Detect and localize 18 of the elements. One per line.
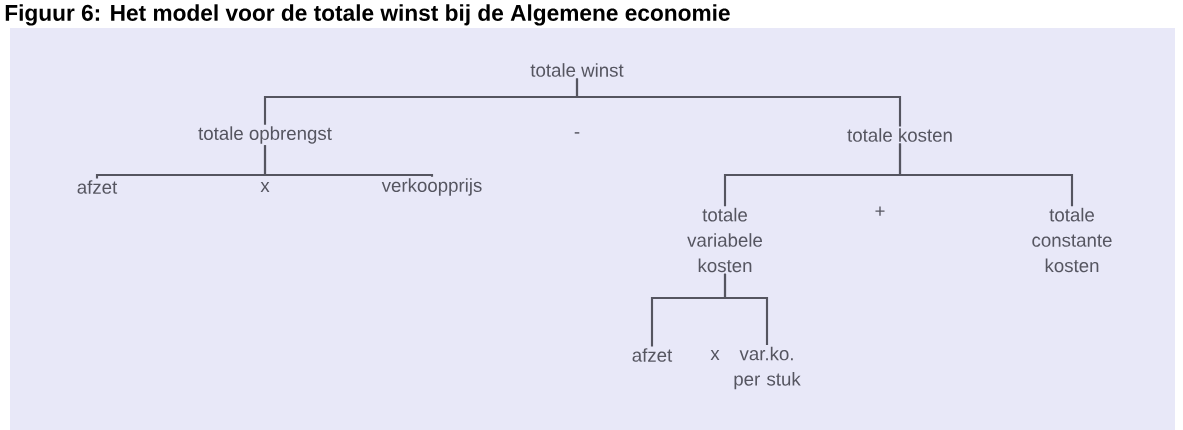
- tree-label: totale constante kosten: [1032, 207, 1112, 273]
- tree-label: totale opbrengst: [198, 126, 332, 144]
- operator-sign: x: [260, 182, 270, 192]
- title: Figuur 6: Het model voor de totale winst bij de Algemene economie: [5, 4, 730, 26]
- tree-connector: [263, 145, 434, 178]
- tree-label: afzet: [77, 180, 118, 194]
- tree-connector: [723, 273, 769, 346]
- operator-sign: +: [875, 206, 885, 216]
- tree-connector: [575, 78, 902, 127]
- tree-label: var.ko. per stuk: [734, 346, 801, 390]
- tree-label: totale winst: [530, 63, 624, 77]
- tree-label: verkoopprijs: [381, 178, 482, 196]
- tree-label: totale variabele kosten: [687, 207, 763, 273]
- operator-sign: -: [574, 132, 580, 134]
- operator-sign: x: [710, 350, 720, 360]
- tree-label: afzet: [632, 348, 673, 362]
- tree-connector: [898, 143, 1074, 207]
- tree-label: totale kosten: [847, 128, 952, 142]
